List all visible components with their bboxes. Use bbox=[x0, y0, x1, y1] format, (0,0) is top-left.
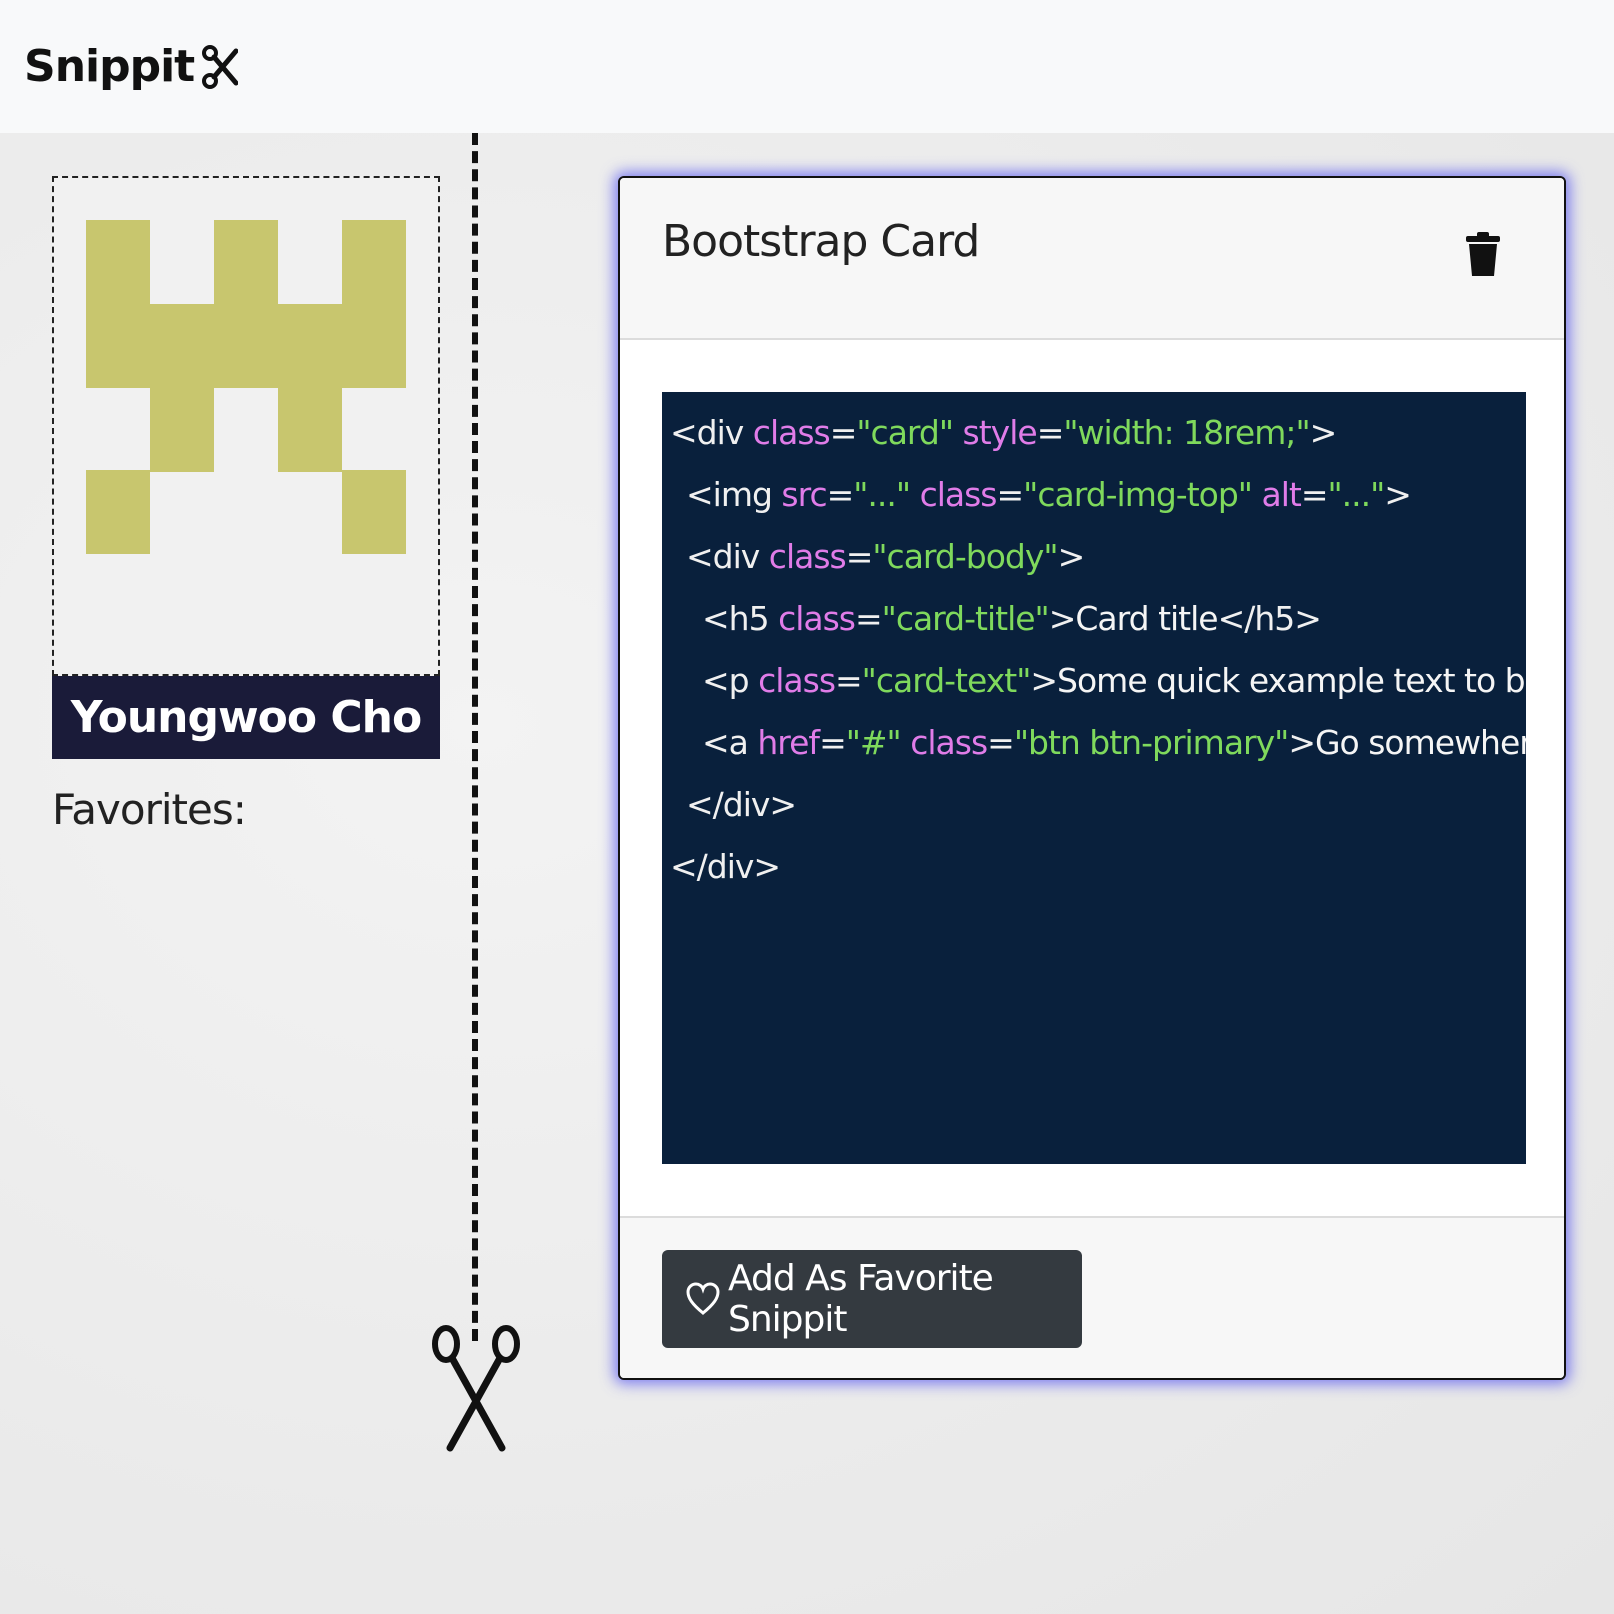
add-favorite-label: Add As Favorite Snippit bbox=[728, 1258, 994, 1340]
code-line-3: <div class="card-body"> bbox=[686, 537, 1085, 576]
brand-logo[interactable]: Snippit bbox=[24, 41, 239, 92]
code-line-1: <div class="card" style="width: 18rem;"> bbox=[670, 413, 1337, 452]
code-line-2: <img src="..." class="card-img-top" alt=… bbox=[686, 475, 1412, 514]
brand-name: Snippit bbox=[24, 41, 195, 92]
code-block[interactable]: <div class="card" style="width: 18rem;">… bbox=[662, 392, 1526, 1164]
snippet-card: Bootstrap Card <div class="card" style="… bbox=[618, 176, 1566, 1380]
code-line-6: <a href="#" class="btn btn-primary">Go s… bbox=[702, 723, 1526, 762]
heart-icon bbox=[686, 1282, 720, 1316]
add-favorite-button[interactable]: Add As Favorite Snippit bbox=[662, 1250, 1082, 1348]
snippet-title: Bootstrap Card bbox=[662, 216, 980, 267]
trash-icon bbox=[1466, 232, 1500, 280]
scissors-icon bbox=[430, 1322, 522, 1452]
scissors-icon bbox=[202, 44, 239, 89]
code-line-5: <p class="card-text">Some quick example … bbox=[702, 661, 1526, 700]
code-line-4: <h5 class="card-title">Card title</h5> bbox=[702, 599, 1322, 638]
identicon bbox=[86, 220, 406, 554]
cut-divider bbox=[472, 133, 478, 1341]
profile-name: Youngwoo Cho bbox=[52, 676, 440, 759]
code-line-8: </div> bbox=[670, 847, 781, 886]
code-line-7: </div> bbox=[686, 785, 797, 824]
navbar: Snippit bbox=[0, 0, 1614, 133]
avatar bbox=[52, 176, 440, 676]
delete-button[interactable] bbox=[1466, 232, 1500, 276]
card-footer: Add As Favorite Snippit bbox=[620, 1216, 1564, 1378]
favorites-label: Favorites: bbox=[52, 785, 247, 834]
card-header: Bootstrap Card bbox=[620, 178, 1564, 340]
